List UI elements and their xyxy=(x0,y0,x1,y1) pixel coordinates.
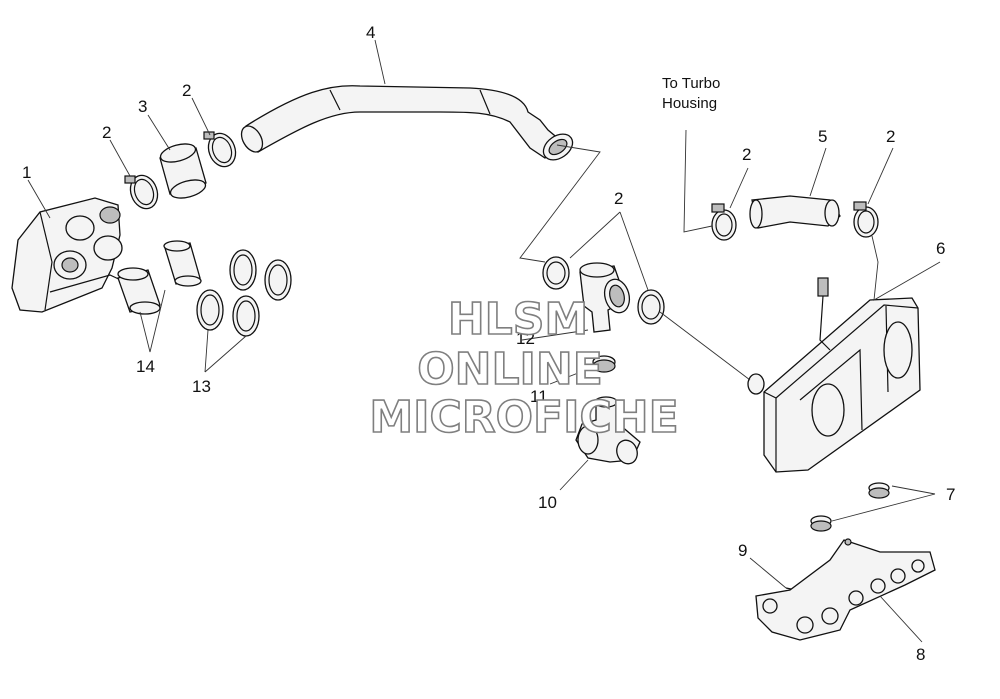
coupler-upper xyxy=(163,240,202,287)
clamp-pair-13 xyxy=(196,249,292,337)
callout-2: 2 xyxy=(742,145,751,164)
callout-1: 1 xyxy=(22,163,31,182)
callout-10: 10 xyxy=(538,493,557,512)
callout-5: 5 xyxy=(818,127,827,146)
callout-11: 11 xyxy=(530,387,548,406)
elbow-12 xyxy=(579,262,631,333)
callout-4: 4 xyxy=(366,23,375,42)
callout-2: 2 xyxy=(102,123,111,142)
callout-8: 8 xyxy=(916,645,925,664)
clamp-right-b xyxy=(853,201,879,238)
callout-7: 7 xyxy=(946,485,955,504)
watermark: HLSM ONLINE MICROFICHE xyxy=(369,293,680,444)
callout-3: 3 xyxy=(138,97,147,116)
intake-sleeve xyxy=(159,143,207,199)
grommet-7a xyxy=(868,482,890,499)
watermark-line-2: ONLINE xyxy=(417,344,603,395)
callout-2: 2 xyxy=(182,81,191,100)
watermark-line-3: MICROFICHE xyxy=(369,392,678,443)
callout-12: 12 xyxy=(516,329,535,348)
callout-6: 6 xyxy=(936,239,945,258)
leader-lines xyxy=(27,39,941,643)
callout-13: 13 xyxy=(192,377,211,396)
clamp-center-left xyxy=(542,256,570,290)
note-line-1: To Turbo xyxy=(662,75,720,92)
hose-5 xyxy=(749,195,841,229)
to-turbo-housing-note: To Turbo Housing xyxy=(662,75,720,112)
watermark-line-1: HLSM xyxy=(448,294,588,345)
intake-tube xyxy=(240,85,574,161)
bracket-8 xyxy=(755,538,936,641)
callout-2: 2 xyxy=(614,189,623,208)
note-line-2: Housing xyxy=(662,95,717,112)
hose-clamp xyxy=(203,131,237,168)
ring-11 xyxy=(592,355,616,373)
callout-labels: 1 2 3 2 4 14 13 2 12 11 10 2 5 2 6 7 9 8 xyxy=(22,23,955,664)
air-box-housing xyxy=(11,197,126,313)
hose-clamp xyxy=(124,174,159,210)
callout-9: 9 xyxy=(738,541,747,560)
callout-14: 14 xyxy=(136,357,155,376)
clamp-right-a xyxy=(711,203,737,241)
intercooler-6 xyxy=(747,277,921,473)
grommet-7b xyxy=(810,515,832,532)
coupler-lower xyxy=(117,267,161,315)
clamp-center-right xyxy=(637,289,665,325)
callout-2: 2 xyxy=(886,127,895,146)
valve-10 xyxy=(575,396,641,465)
